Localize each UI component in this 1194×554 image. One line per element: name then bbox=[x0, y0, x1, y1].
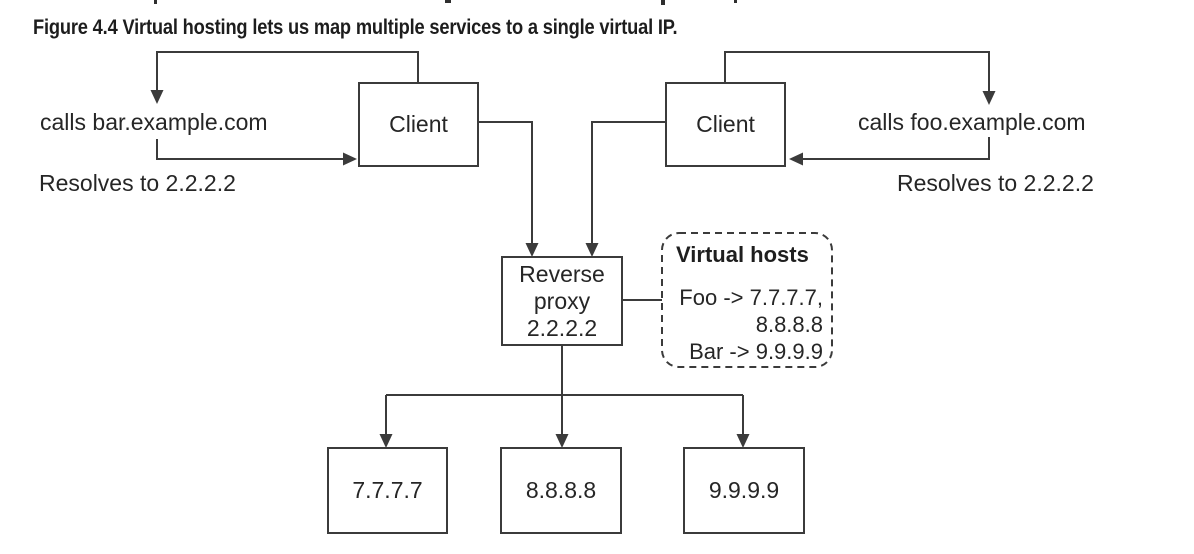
client-left-box: Client bbox=[358, 82, 479, 167]
virtual-hosts-title: Virtual hosts bbox=[676, 242, 809, 267]
virtual-hosts-entry-foo: Foo -> 7.7.7.7, bbox=[679, 285, 823, 310]
backend-box-7777: 7.7.7.7 bbox=[327, 447, 448, 534]
virtual-hosts-dashed-border bbox=[661, 232, 833, 368]
arrow-dns-to-client-left bbox=[156, 139, 344, 160]
resolves-right-label: Resolves to 2.2.2.2 bbox=[897, 170, 1094, 196]
calls-foo-label: calls foo.example.com bbox=[858, 109, 1086, 135]
arrow-dns-to-client-right bbox=[803, 137, 990, 160]
backend-box-9999: 9.9.9.9 bbox=[683, 447, 805, 534]
arrow-client-right-to-proxy bbox=[591, 121, 666, 243]
arrowhead-left-icon bbox=[789, 152, 803, 166]
arrowhead-down-icon bbox=[555, 434, 569, 448]
calls-bar-label: calls bar.example.com bbox=[40, 109, 268, 135]
arrowhead-down-icon bbox=[525, 243, 539, 257]
arrowhead-down-icon bbox=[379, 434, 393, 448]
arrowhead-down-icon bbox=[585, 243, 599, 257]
client-left-label: Client bbox=[389, 111, 448, 137]
arrowhead-down-icon bbox=[150, 90, 164, 104]
arrow-client-left-to-dns bbox=[156, 51, 419, 90]
reverse-proxy-label-line1: Reverse bbox=[519, 260, 605, 287]
arrowhead-down-icon bbox=[736, 434, 750, 448]
virtual-hosts-entry-foo2: 8.8.8.8 bbox=[755, 312, 823, 337]
text-remnant-mark bbox=[154, 0, 157, 4]
backend-8888-label: 8.8.8.8 bbox=[525, 477, 597, 503]
resolves-left-label: Resolves to 2.2.2.2 bbox=[39, 170, 236, 196]
client-right-box: Client bbox=[665, 82, 786, 167]
backend-9999-label: 9.9.9.9 bbox=[708, 477, 780, 503]
figure-caption: Figure 4.4 Virtual hosting lets us map m… bbox=[33, 16, 678, 39]
reverse-proxy-label-line3: 2.2.2.2 bbox=[526, 314, 598, 341]
text-remnant-mark bbox=[445, 0, 451, 3]
arrowhead-down-icon bbox=[982, 91, 996, 105]
arrowhead-right-icon bbox=[343, 152, 357, 166]
backend-box-8888: 8.8.8.8 bbox=[500, 447, 622, 534]
virtual-hosts-entry-bar: Bar -> 9.9.9.9 bbox=[689, 339, 823, 364]
arrow-client-left-to-proxy bbox=[478, 121, 533, 243]
text-remnant-mark bbox=[661, 0, 665, 5]
backend-7777-label: 7.7.7.7 bbox=[352, 477, 423, 503]
virtual-hosts-box: Virtual hosts Foo -> 7.7.7.7, 8.8.8.8 Ba… bbox=[662, 233, 832, 367]
reverse-proxy-box: Reverse proxy 2.2.2.2 bbox=[501, 256, 623, 346]
text-remnant-mark bbox=[734, 0, 737, 3]
arrow-client-right-to-dns bbox=[724, 51, 990, 91]
client-right-label: Client bbox=[696, 111, 755, 137]
reverse-proxy-label-line2: proxy bbox=[533, 287, 591, 314]
